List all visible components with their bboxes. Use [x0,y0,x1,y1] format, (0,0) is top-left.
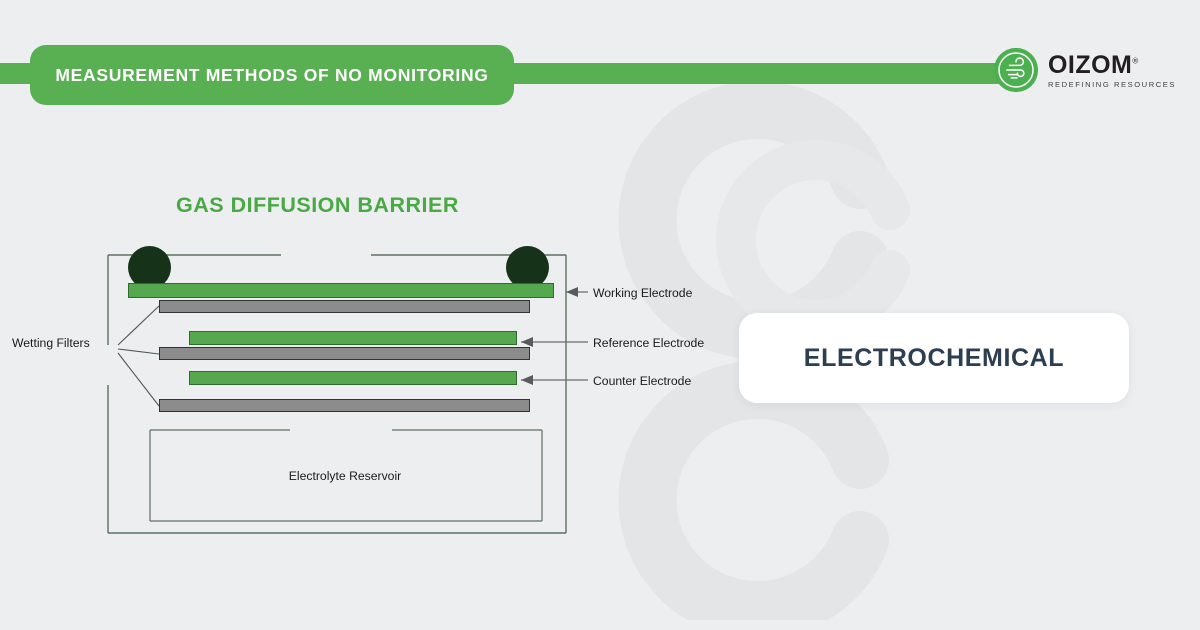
reference-electrode-bar [189,331,517,345]
header-title-pill: MEASUREMENT METHODS OF NO MONITORING [30,45,514,105]
brand-logo[interactable]: OIZOM® REDEFINING RESOURCES [993,44,1176,96]
wetting-filter-bar-3 [159,399,530,412]
gas-inlet-dot-right [506,246,549,289]
gas-inlet-dot-left [128,246,171,289]
logo-tagline: REDEFINING RESOURCES [1047,80,1176,90]
wetting-filter-leader-lines [117,305,160,407]
electrode-leader-arrowheads [521,287,578,385]
electrochemical-method-card[interactable]: ELECTROCHEMICAL [739,313,1129,403]
registered-trademark-icon: ® [1132,56,1139,66]
page-title: MEASUREMENT METHODS OF NO MONITORING [55,64,489,85]
wetting-filter-bar-1 [159,300,530,313]
electrolyte-reservoir-label: Electrolyte Reservoir [288,469,402,483]
working-electrode-bar [128,283,554,298]
reference-electrode-label: Reference Electrode [593,336,705,350]
method-card-label: ELECTROCHEMICAL [803,343,1065,372]
wetting-filter-bar-2 [159,347,530,360]
wetting-filters-label: Wetting Filters [12,336,90,350]
sensor-housing-outline [107,254,567,534]
oizom-wind-circle-icon [993,47,1039,93]
diagram-title: GAS DIFFUSION BARRIER [176,193,459,217]
logo-wordmark: OIZOM® [1048,53,1139,78]
electrode-leader-lines [521,291,588,381]
logo-text: OIZOM® REDEFINING RESOURCES [1048,51,1176,89]
counter-electrode-bar [189,371,517,385]
logo-wordmark-text: OIZOM [1047,51,1133,80]
counter-electrode-label: Counter Electrode [593,374,692,388]
working-electrode-label: Working Electrode [593,286,693,300]
electrolyte-reservoir-box [149,429,543,522]
